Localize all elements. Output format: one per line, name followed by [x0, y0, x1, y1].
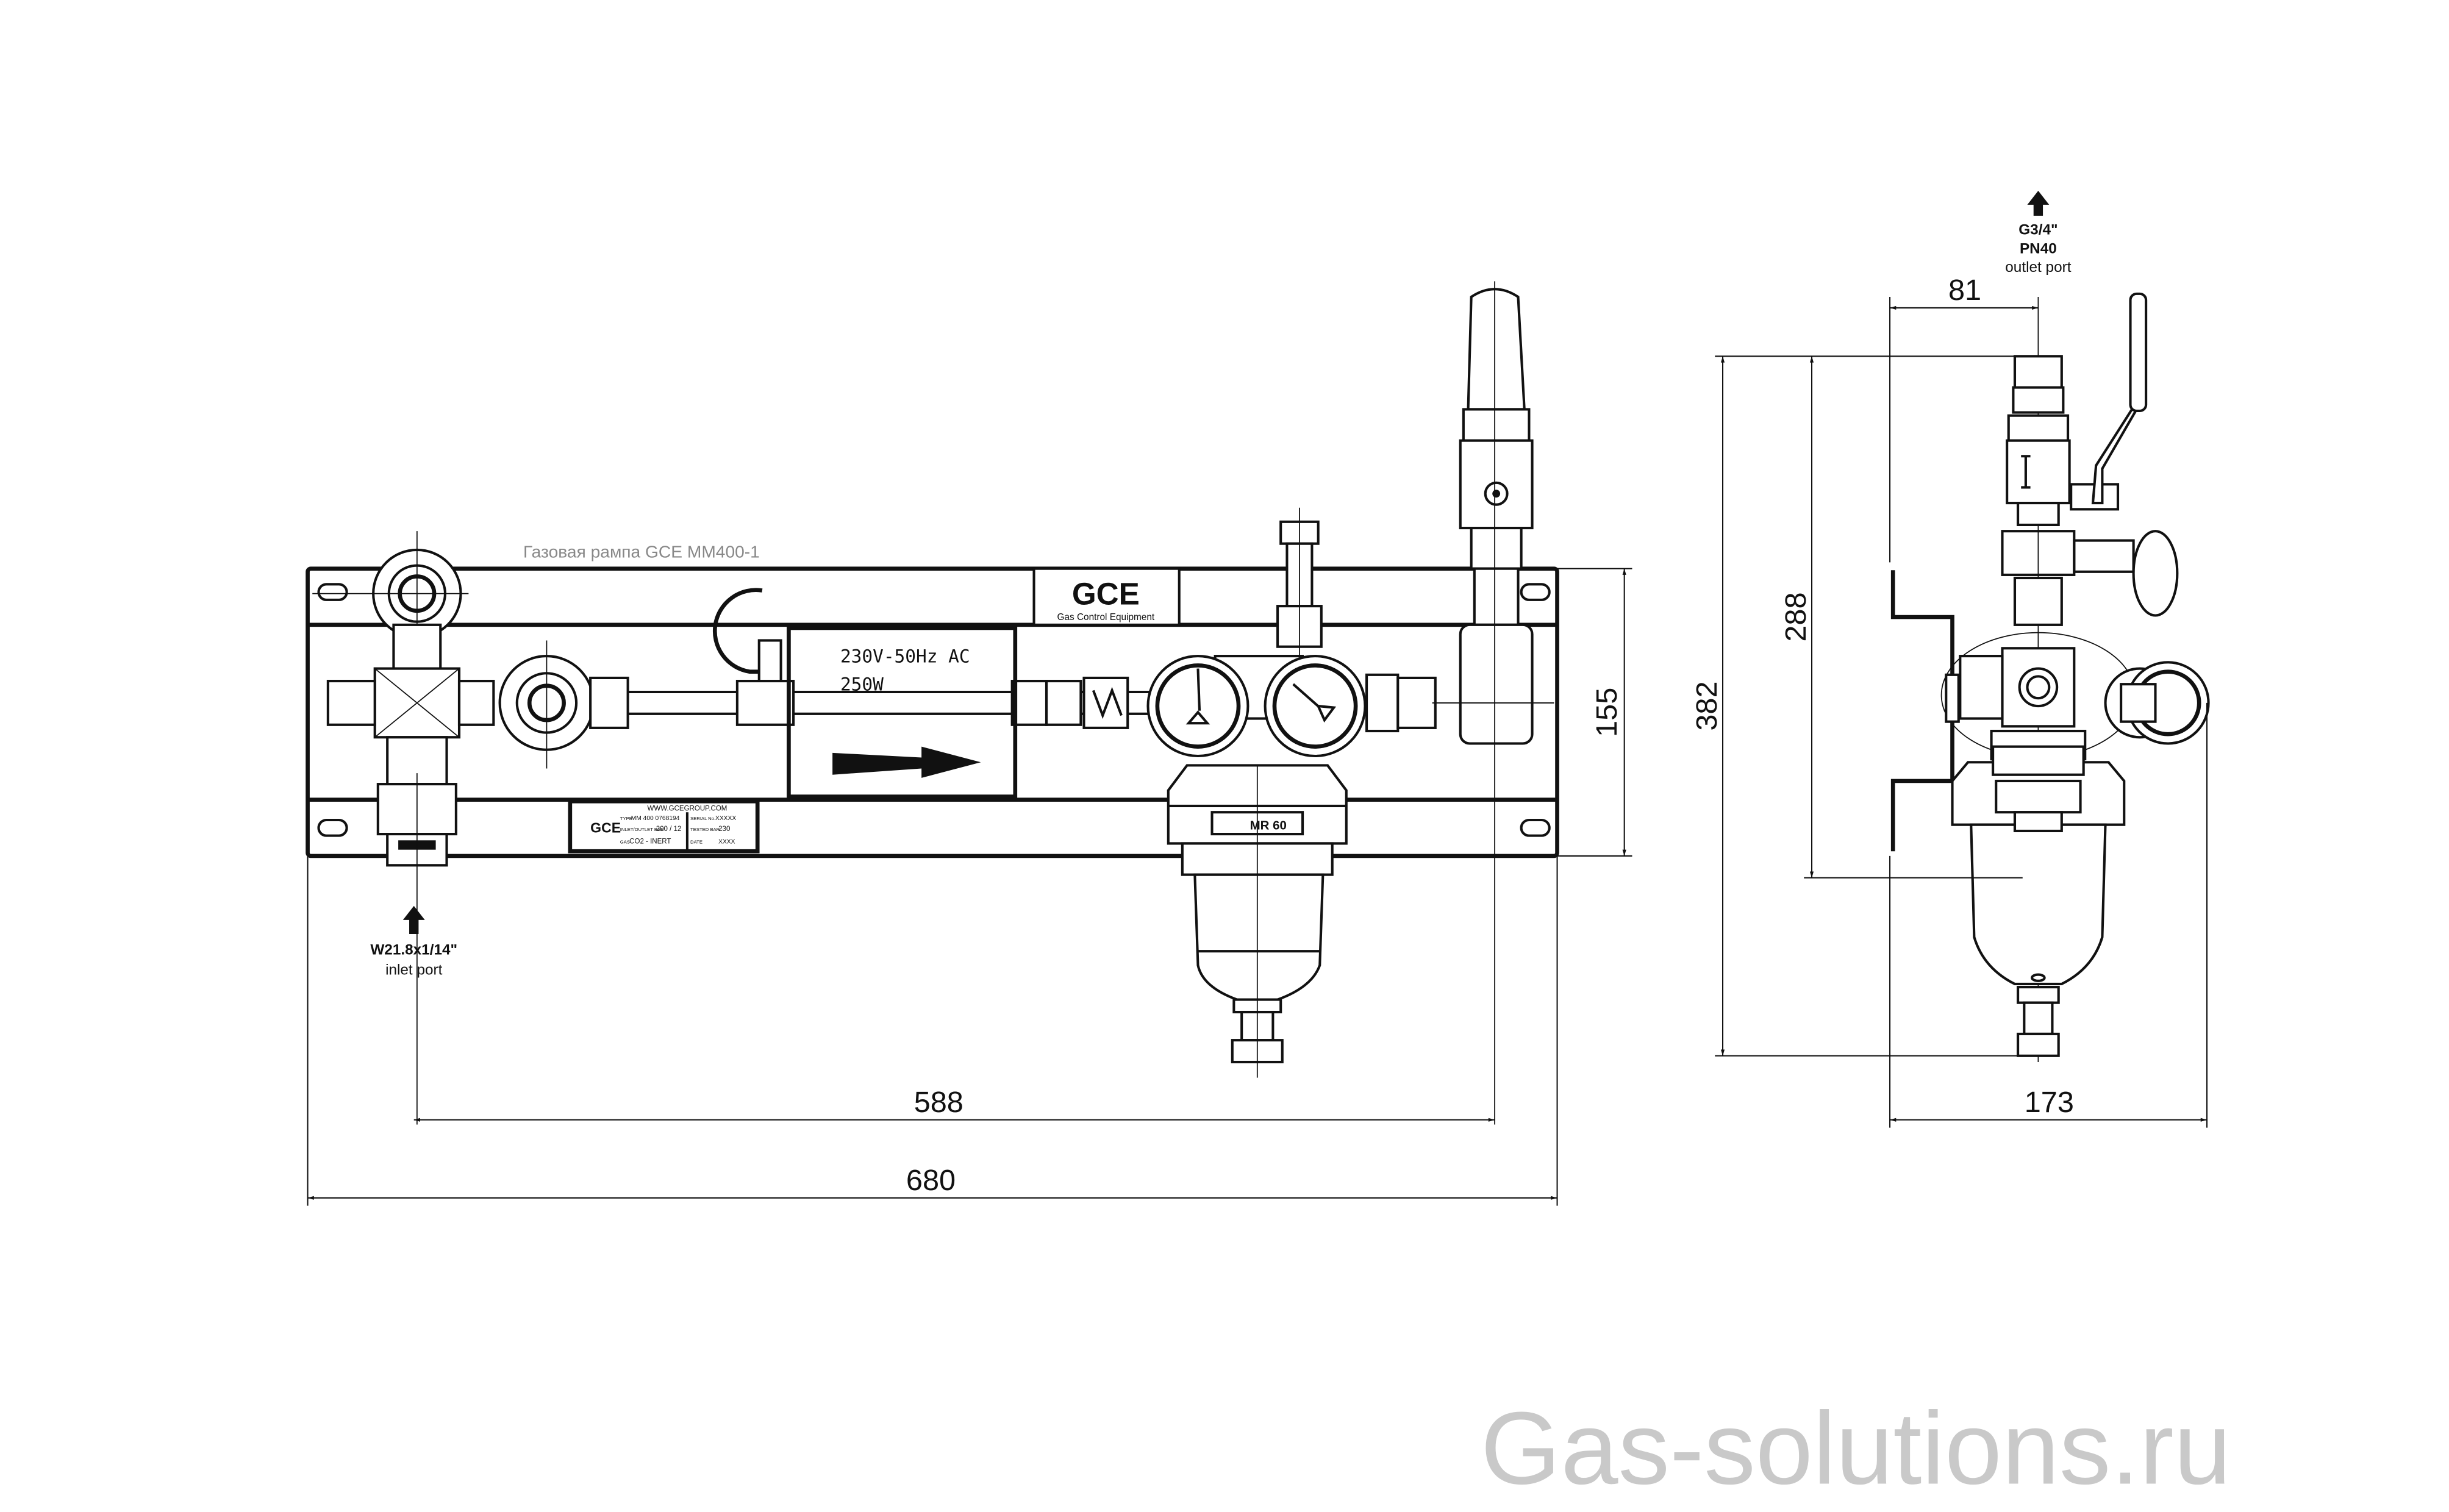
- hook-icon: [712, 588, 781, 674]
- inlet-label: inlet port: [385, 962, 443, 979]
- mounting-slot: [317, 583, 1551, 837]
- type-value: MM 400 0768194: [631, 815, 680, 822]
- type-label: TYPE: [620, 816, 632, 821]
- nameplate: GCE WWW.GCEGROUP.COM TYPE MM 400 0768194…: [568, 799, 760, 854]
- dim-155: 155: [1590, 688, 1623, 737]
- solenoid-power: 250W: [840, 674, 884, 694]
- drawing-title: Газовая рампа GCE MM400-1: [523, 542, 760, 562]
- inlet-fitting: [376, 773, 457, 1125]
- solenoid-valve: 230V-50Hz AC 250W: [735, 626, 1048, 799]
- arrow-up-icon: [2027, 190, 2050, 216]
- date-label: DATE: [690, 839, 703, 844]
- gce-tagline: Gas Control Equipment: [1057, 612, 1155, 622]
- dim-382: 382: [1690, 681, 1723, 730]
- shutoff-handwheel-top: [312, 531, 469, 657]
- gce-logo: GCE: [1072, 577, 1140, 612]
- dim-81: 81: [1948, 274, 1981, 307]
- dimension-lines-front: 588 680 155: [307, 568, 1632, 1206]
- solenoid-voltage: 230V-50Hz AC: [840, 646, 970, 666]
- inout-value: 200 / 12: [656, 826, 682, 833]
- tested-label: TESTED BAR: [690, 827, 720, 832]
- side-handwheel: [2104, 661, 2210, 745]
- front-view: Газовая рампа GCE MM400-1 GCE Gas Contro…: [306, 281, 1632, 1206]
- dim-680: 680: [906, 1164, 956, 1197]
- flow-arrow-icon: [832, 746, 981, 778]
- gas-value: CO2 - INERT: [629, 838, 671, 845]
- serial-value: XXXXX: [715, 815, 736, 822]
- arrow-up-icon: [402, 905, 425, 934]
- pressure-regulator: MR 60: [1146, 507, 1437, 1078]
- dim-173: 173: [2025, 1086, 2074, 1119]
- inlet-annotation: W21.8x1/14" inlet port: [370, 905, 457, 979]
- outlet-pressure: PN40: [2020, 240, 2057, 257]
- dim-588: 588: [914, 1086, 964, 1119]
- gas-label: GAS: [620, 839, 630, 844]
- dimension-lines-side: 382 288 81 173: [1690, 274, 2208, 1128]
- gce-logo-plate: GCE Gas Control Equipment: [1032, 567, 1181, 626]
- watermark: Gas-solutions.ru: [1481, 1391, 2231, 1506]
- nameplate-logo: GCE: [590, 820, 621, 836]
- side-ball-valve: [2006, 292, 2148, 511]
- cross-fitting: [326, 623, 495, 786]
- outlet-thread: G3/4": [2018, 222, 2058, 238]
- mounting-panel: [306, 566, 1559, 858]
- side-view: G3/4" PN40 outlet port: [1690, 190, 2210, 1128]
- regulator-model-label: MR 60: [1250, 818, 1287, 832]
- outlet-pressure-gauge: [1264, 655, 1367, 758]
- serial-label: SERIAL No.: [690, 816, 715, 821]
- date-value: XXXX: [718, 838, 735, 845]
- dim-288: 288: [1779, 592, 1812, 641]
- inlet-thread: W21.8x1/14": [370, 941, 457, 958]
- inout-label: INLET/OUTLET BAR: [620, 827, 664, 832]
- ball-valve-handle: [1467, 288, 1526, 411]
- inlet-pressure-gauge: [1146, 655, 1250, 758]
- shutoff-handwheel-middle: [498, 640, 629, 769]
- tested-value: 230: [718, 826, 730, 833]
- nameplate-website: WWW.GCEGROUP.COM: [647, 805, 727, 813]
- outlet-label: outlet port: [2005, 259, 2071, 276]
- outlet-ball-valve: [1432, 281, 1554, 1125]
- outlet-annotation: G3/4" PN40 outlet port: [2005, 190, 2072, 276]
